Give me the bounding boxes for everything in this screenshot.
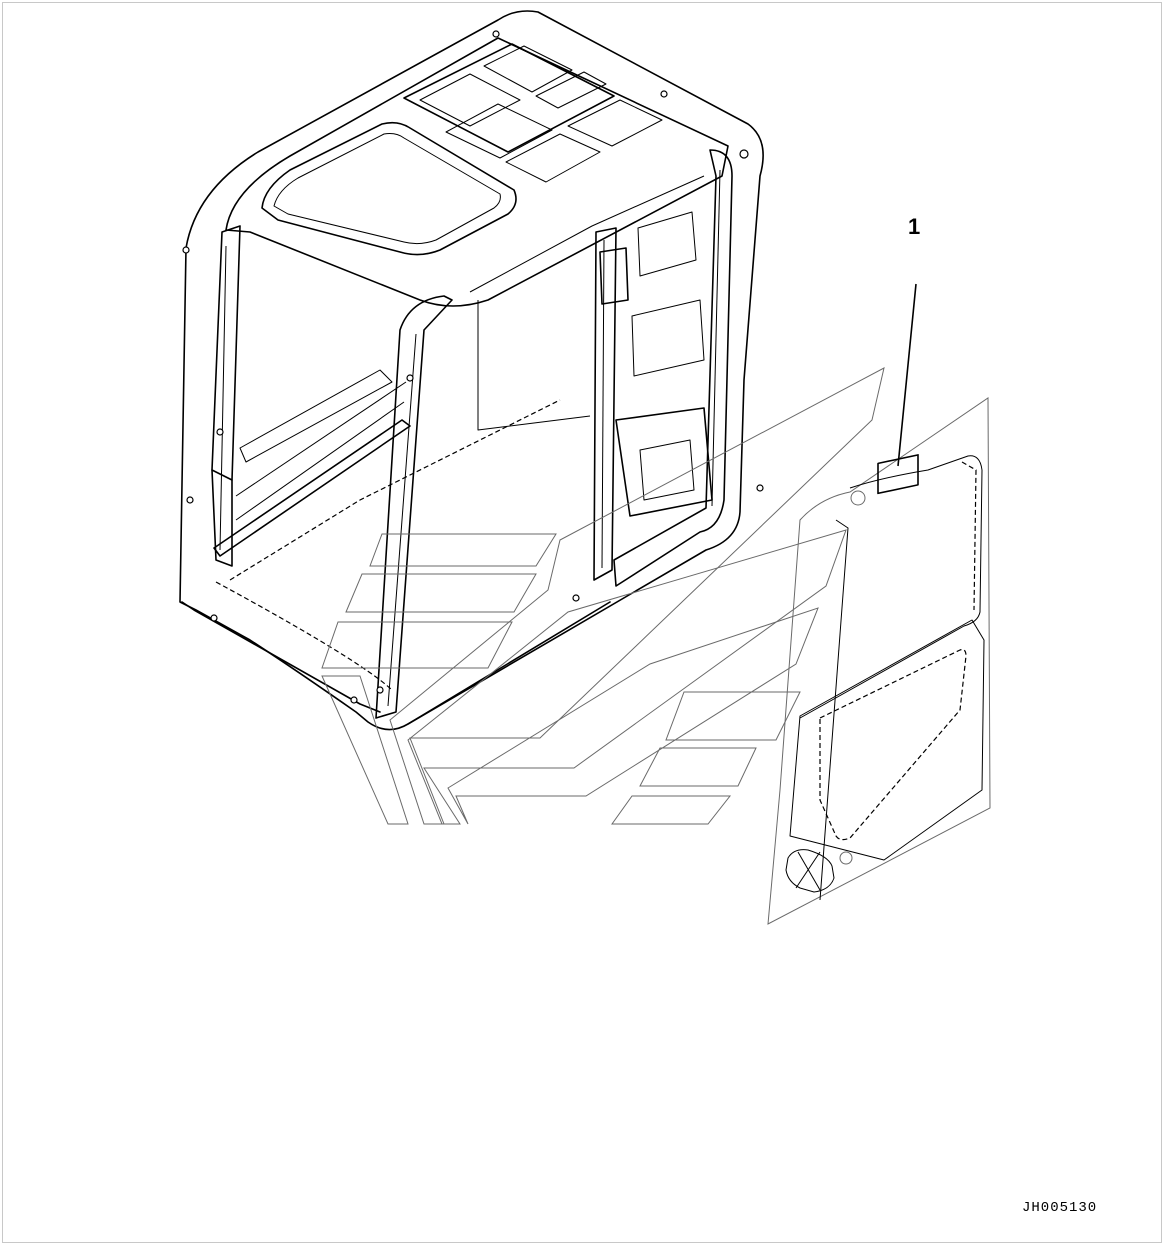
- callout-leader-line: [897, 283, 917, 467]
- callout-number: 1: [908, 214, 921, 239]
- decal-stripes-icon: [321, 367, 885, 825]
- drawing-number: JH005130: [1022, 1200, 1098, 1216]
- cab-frame-icon: [179, 10, 764, 731]
- door-panel-icon: [767, 397, 991, 925]
